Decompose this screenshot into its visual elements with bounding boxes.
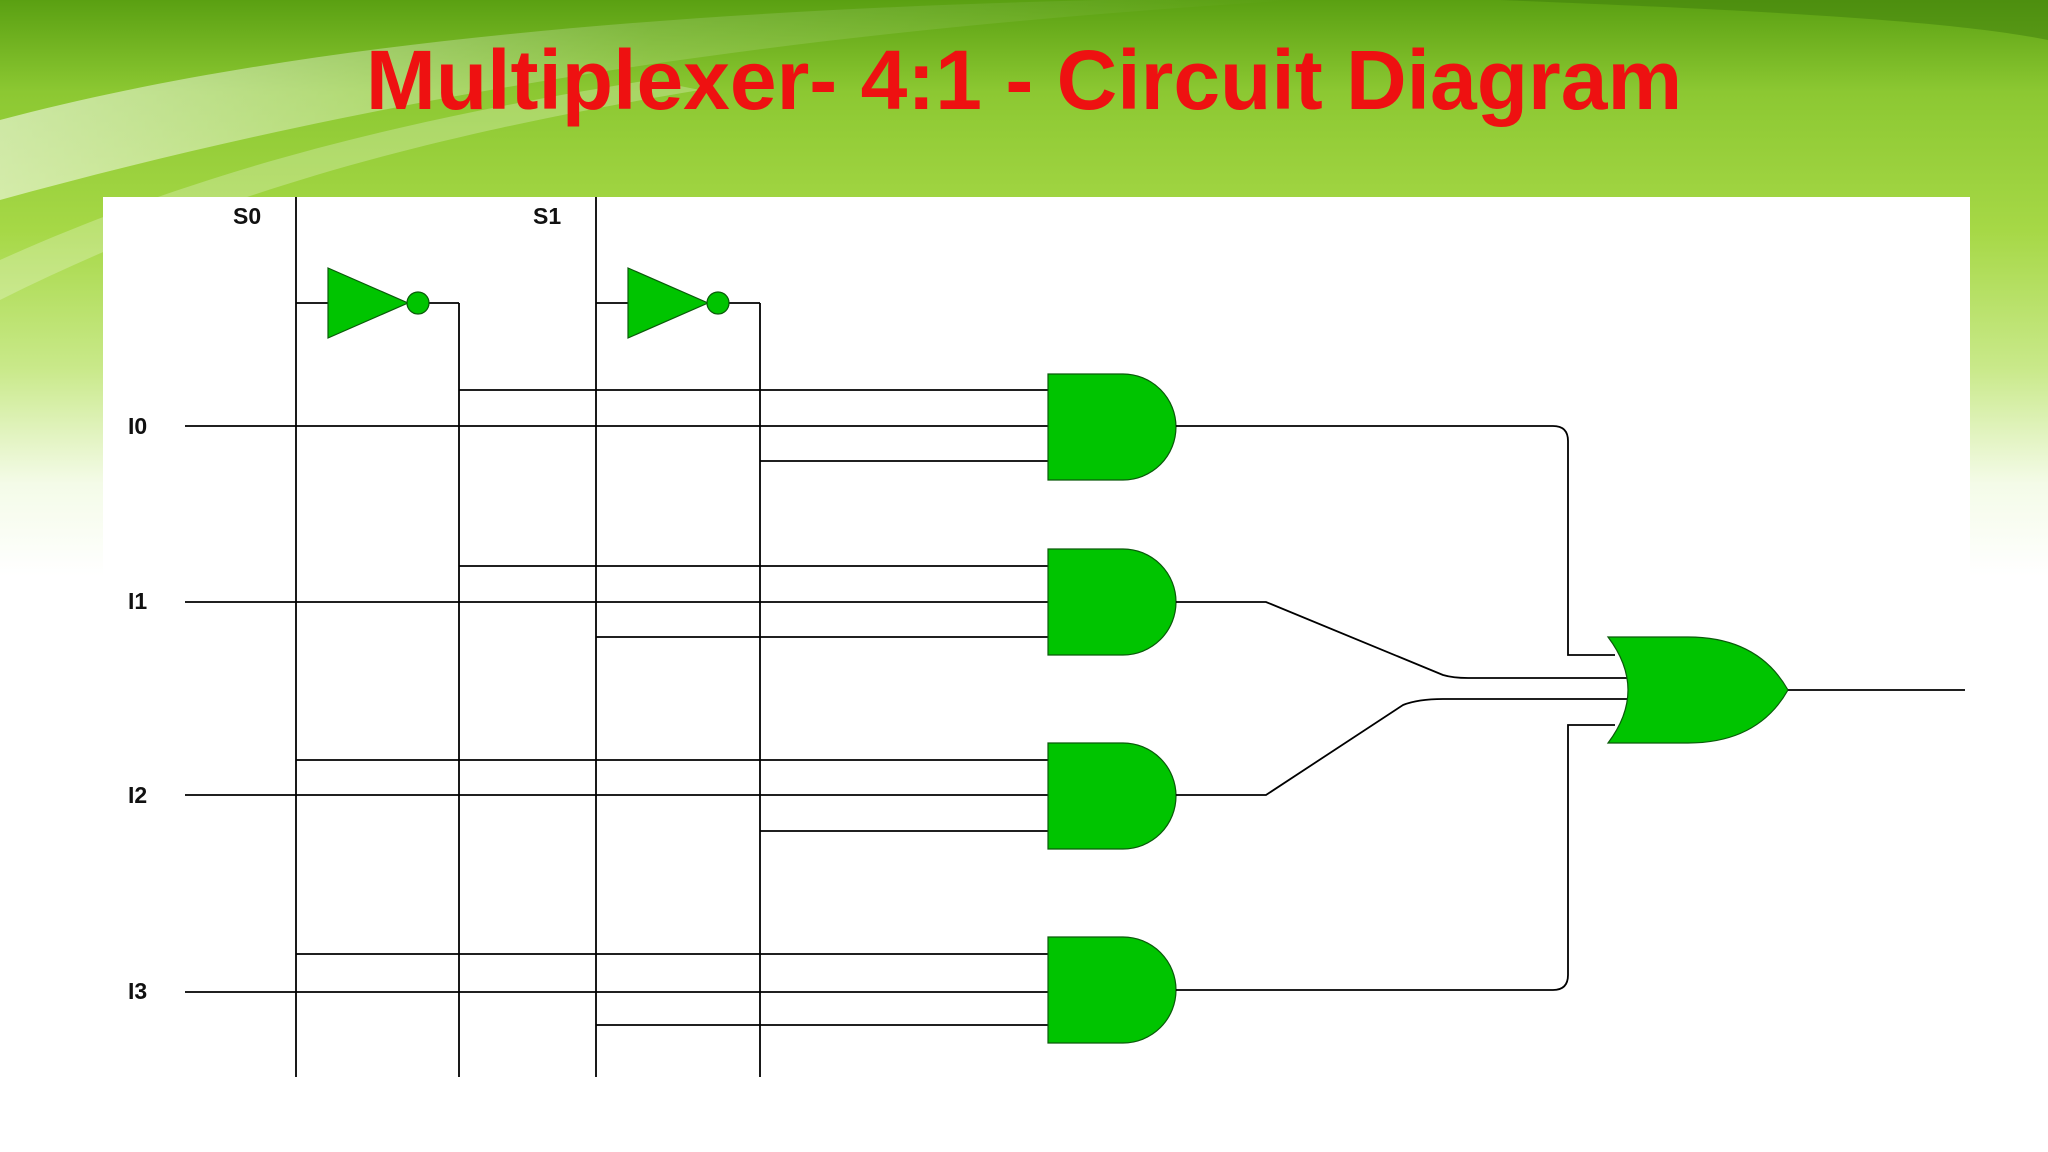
circuit-diagram-panel: S0 S1 I0 I1 I2 I3 <box>103 197 1970 1152</box>
input-label-i2: I2 <box>128 782 147 808</box>
circuit-diagram: S0 S1 I0 I1 I2 I3 <box>128 197 1965 1077</box>
wire-and0-out <box>1176 425 1615 656</box>
input-label-i1: I1 <box>128 588 147 614</box>
input-label-i0: I0 <box>128 413 147 439</box>
select-label-s1: S1 <box>533 203 561 229</box>
and-gate-i0 <box>1047 373 1177 481</box>
and-gate-i1 <box>1047 548 1177 656</box>
not-gate-s1 <box>627 267 730 339</box>
slide-title: Multiplexer- 4:1 - Circuit Diagram <box>365 33 1683 127</box>
and-gate-i3 <box>1047 936 1177 1044</box>
and-gate-i2 <box>1047 742 1177 850</box>
input-label-i3: I3 <box>128 978 147 1004</box>
wire-and2-out <box>1176 698 1628 796</box>
wire-and1-out <box>1176 601 1628 679</box>
not-gate-s0 <box>327 267 430 339</box>
wire-and3-out <box>1176 724 1615 991</box>
select-label-s0: S0 <box>233 203 261 229</box>
or-gate-output <box>1606 636 1789 744</box>
